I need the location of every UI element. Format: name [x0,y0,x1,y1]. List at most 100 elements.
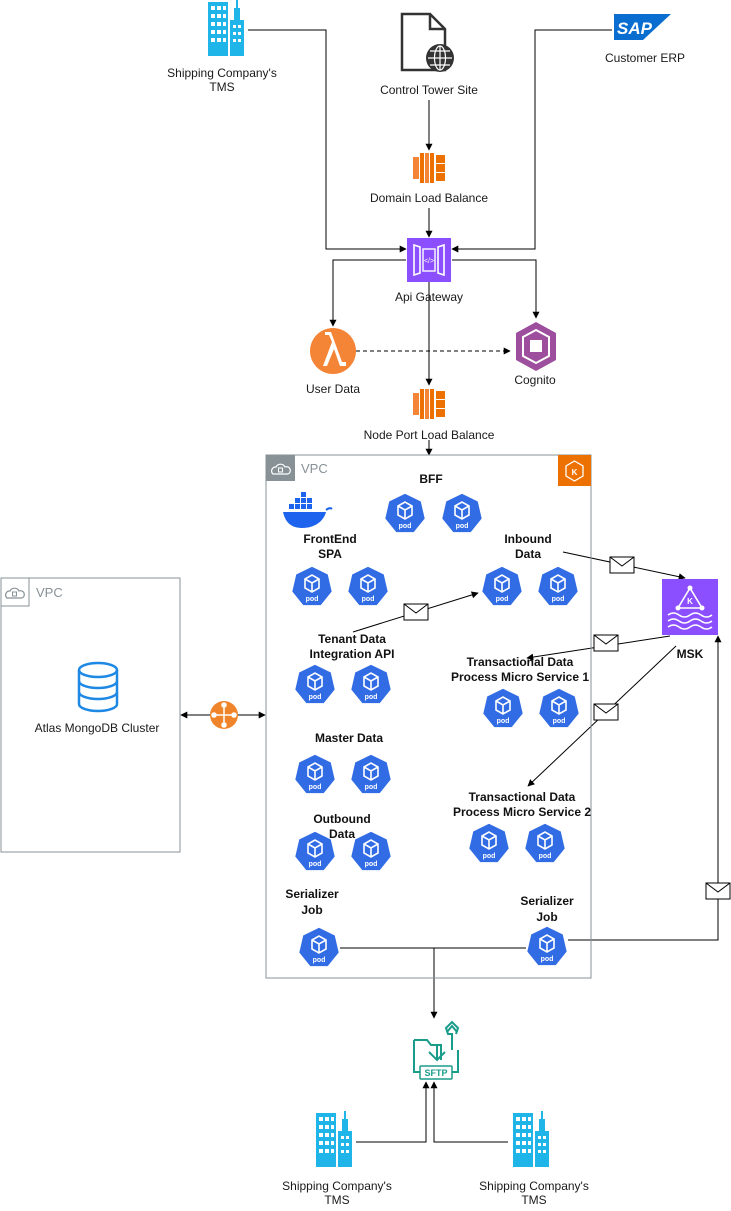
svg-text:Domain Load Balance: Domain Load Balance [370,191,488,205]
svg-text:pod: pod [362,596,375,603]
svg-text:Job: Job [536,910,557,924]
eks-icon: K [558,455,591,486]
vpc-main: VPC K [265,454,592,979]
svg-text:pod: pod [496,596,509,603]
kubernetes-pod-icon: pod [440,492,484,534]
svg-text:pod: pod [553,718,566,725]
load-balancer-icon [413,389,445,419]
svg-text:Shipping Company's: Shipping Company's [282,1179,392,1193]
svg-text:Shipping Company's: Shipping Company's [479,1179,589,1193]
svg-text:Inbound: Inbound [504,532,551,546]
edge-serializer-right-to-msk [568,635,722,941]
svg-text:pod: pod [365,784,378,791]
kubernetes-pod-icon: pod [346,565,390,607]
service-serializer-left: Serializer Job pod [285,887,341,968]
edge-tms-left-to-sftp [356,1081,430,1143]
service-transactional-1: Transactional Data Process Micro Service… [451,655,589,729]
svg-text:SFTP: SFTP [424,1068,447,1078]
node-domain-lb: Domain Load Balance [370,153,488,205]
svg-text:VPC: VPC [36,585,63,600]
node-control-tower: Control Tower Site [380,12,478,97]
kubernetes-pod-icon: pod [293,830,337,872]
edge-gateway-to-cognito [452,259,540,319]
edge-tms-to-gateway [248,29,407,253]
svg-text:SPA: SPA [318,547,342,561]
svg-text:Process Micro Service 2: Process Micro Service 2 [453,805,591,819]
svg-text:Master Data: Master Data [315,731,383,745]
kubernetes-pod-icon: pod [349,663,393,705]
svg-text:pod: pod [497,718,510,725]
svg-text:Api Gateway: Api Gateway [395,290,463,304]
service-inbound-data: Inbound Data pod pod [480,532,580,607]
edge-gateway-to-lambda [329,259,406,327]
kubernetes-pod-icon: pod [537,687,581,729]
load-balancer-icon [413,153,445,183]
kubernetes-pod-icon: pod [293,753,337,795]
message-icon [593,703,619,721]
svg-text:Job: Job [301,903,322,917]
message-icon [593,634,619,652]
web-document-icon [400,12,454,72]
svg-text:pod: pod [309,861,322,868]
kubernetes-pod-icon: pod [349,830,393,872]
svg-text:TMS: TMS [324,1193,349,1207]
svg-text:Control Tower Site: Control Tower Site [380,83,478,97]
node-user-data: User Data [306,328,360,396]
message-icon [609,556,635,574]
kubernetes-pod-icon: pod [536,565,580,607]
svg-text:FrontEnd: FrontEnd [303,532,356,546]
node-tms-bottom-left: Shipping Company's TMS [282,1111,392,1207]
edge-erp-to-gateway [451,29,612,253]
service-transactional-2: Transactional Data Process Micro Service… [453,790,591,864]
database-icon [77,661,119,713]
service-outbound-data: pod pod Outbound Data [293,812,393,872]
node-api-gateway: </> Api Gateway [395,238,463,304]
svg-text:TMS: TMS [209,80,234,94]
msk-icon: K [662,579,718,635]
node-tms-bottom-right: Shipping Company's TMS [479,1111,589,1207]
service-frontend-spa: FrontEnd SPA pod pod [290,532,390,607]
svg-text:K: K [687,597,693,606]
office-building-icon [208,0,244,56]
svg-text:Serializer: Serializer [285,887,339,901]
kubernetes-pod-icon: pod [290,565,334,607]
svg-text:Atlas MongoDB Cluster: Atlas MongoDB Cluster [35,721,160,735]
kubernetes-pod-icon: pod [297,926,341,968]
docker-icon [283,492,333,528]
office-building-icon [513,1111,549,1167]
svg-text:pod: pod [309,784,322,791]
svg-text:pod: pod [552,596,565,603]
node-customer-erp: SAP Customer ERP [605,14,685,65]
svg-text:</>: </> [424,258,434,265]
svg-text:Customer ERP: Customer ERP [605,51,685,65]
node-tms-top: Shipping Company's TMS [167,0,277,94]
svg-text:User Data: User Data [306,382,360,396]
api-gateway-icon: </> [407,238,451,282]
lambda-icon [310,328,356,374]
service-tenant-data: Tenant Data Integration API pod pod [293,632,394,705]
svg-text:K: K [572,468,578,477]
svg-text:Transactional Data: Transactional Data [469,790,576,804]
svg-text:TMS: TMS [521,1193,546,1207]
kubernetes-pod-icon: pod [349,753,393,795]
node-sftp: SFTP [413,1020,460,1080]
sap-logo-icon: SAP [614,14,671,40]
kubernetes-pod-icon: pod [293,663,337,705]
svg-text:Data: Data [329,827,355,841]
svg-text:Cognito: Cognito [514,373,556,387]
svg-text:Serializer: Serializer [520,894,574,908]
node-msk: K MSK [662,579,718,661]
service-master-data: Master Data pod pod [293,731,393,795]
kubernetes-pod-icon: pod [525,925,569,967]
svg-text:Node Port Load Balance: Node Port Load Balance [364,428,495,442]
svg-text:pod: pod [365,861,378,868]
office-building-icon [316,1111,352,1167]
kubernetes-pod-icon: pod [523,822,567,864]
svg-text:pod: pod [309,694,322,701]
svg-text:Tenant Data: Tenant Data [318,632,386,646]
service-bff: BFF pod pod [383,472,484,534]
svg-text:pod: pod [306,596,319,603]
svg-text:SAP: SAP [617,19,653,38]
svg-text:pod: pod [456,523,469,530]
